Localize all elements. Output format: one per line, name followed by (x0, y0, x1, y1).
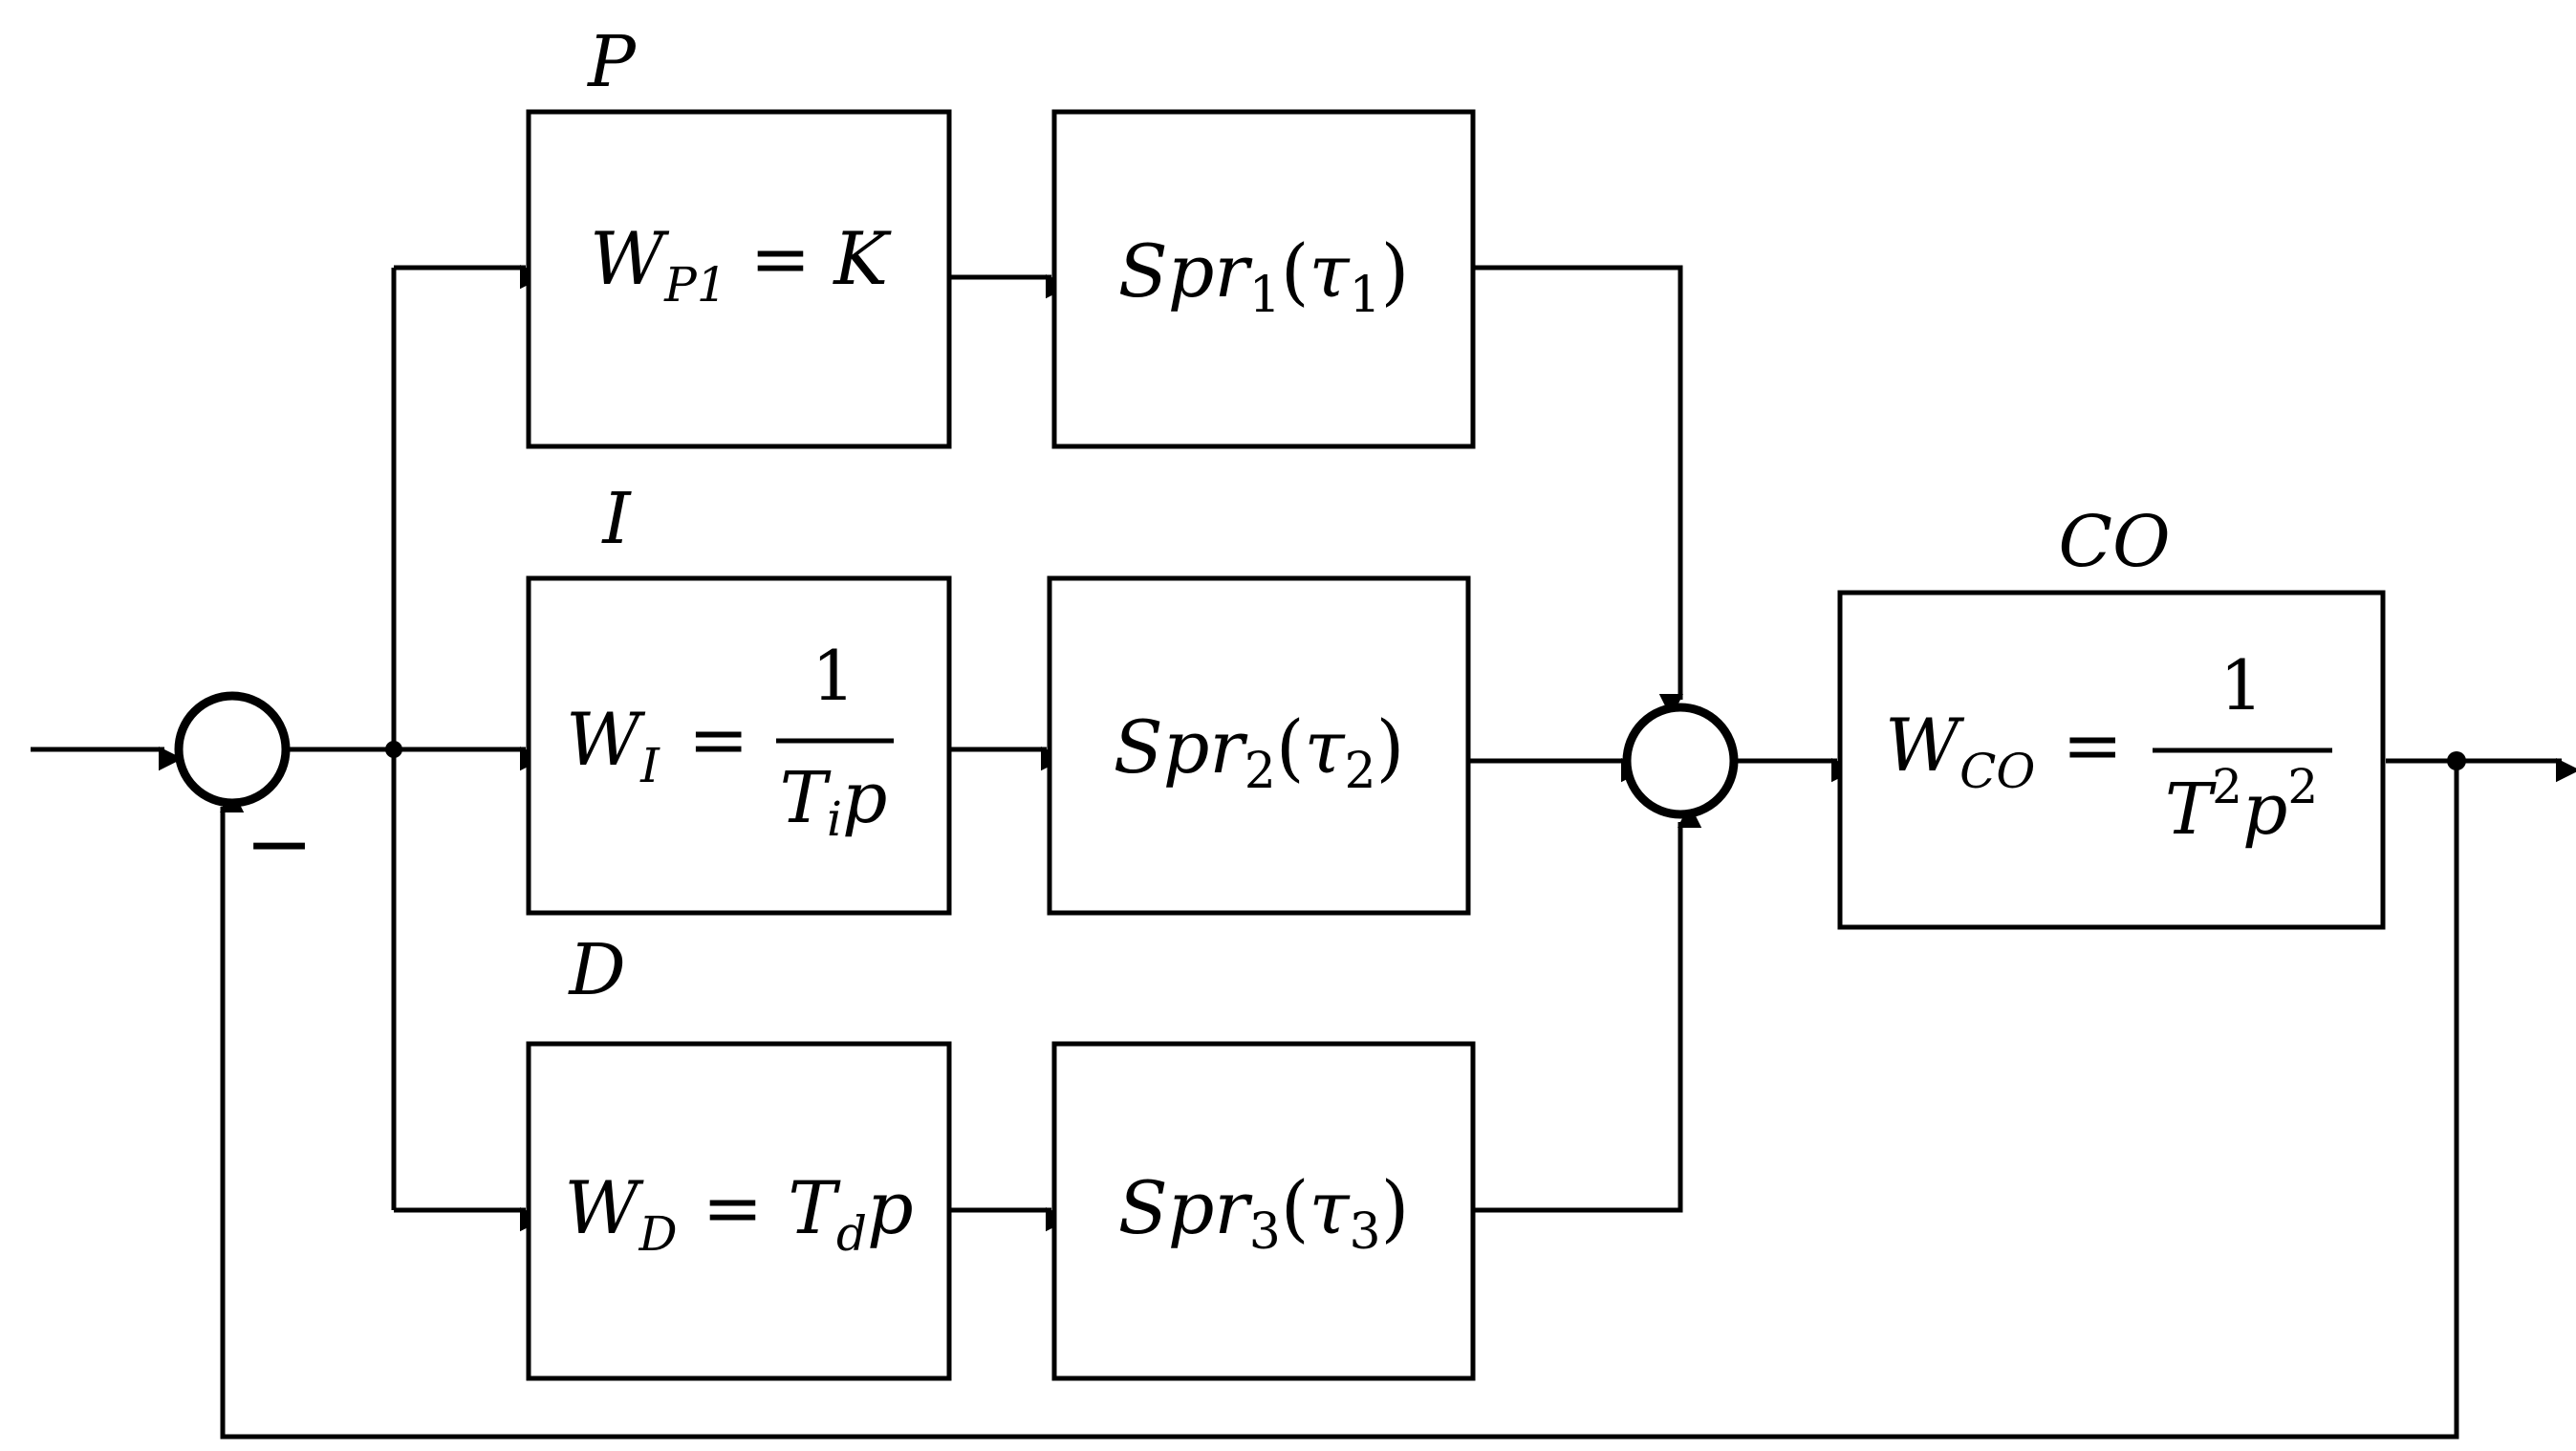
wi-subscript: I (639, 738, 660, 793)
spr1-tau-subscript: 1 (1350, 267, 1381, 324)
wd-rhs-subscript: d (836, 1206, 867, 1262)
wp1-equals: = (750, 216, 812, 301)
spr2-tau-subscript: 2 (1345, 743, 1376, 800)
spr1-formula: Spr1(τ1) (1118, 228, 1410, 324)
spr1-close-paren: ) (1381, 228, 1410, 314)
svg-text:WCO=: WCO = (1885, 703, 2123, 799)
spr1-tau: τ (1310, 228, 1352, 314)
co-plant-block (1837, 590, 2386, 930)
wd-subscript: D (638, 1206, 677, 1262)
co-plant-label: CO (2058, 501, 2170, 583)
spr3-delay-block (1051, 1041, 1476, 1381)
spr3-subscript: 3 (1249, 1203, 1281, 1261)
feedback-loop-arrow (220, 761, 2459, 1440)
svg-text:Spr1(τ1): Spr1(τ1) (1118, 228, 1410, 324)
svg-text:Spr2(τ2): Spr2(τ2) (1114, 704, 1405, 800)
spr1-delay-block (1051, 109, 1476, 449)
svg-text:WI=: WI = (566, 697, 749, 793)
spr2-tau: τ (1305, 704, 1347, 790)
wi-main: W (566, 697, 646, 782)
spr2-delay-block (1047, 575, 1471, 916)
input-summing-junction (174, 691, 291, 808)
spr2-formula: Spr2(τ2) (1114, 704, 1405, 800)
svg-text:WP1=K: WP1 =K (590, 216, 892, 313)
wco-formula: WCO= 1 T2p2 (1885, 645, 2332, 851)
wd-rhs-tail: p (867, 1165, 914, 1250)
spr3-formula: Spr3(τ3) (1118, 1165, 1410, 1261)
feedback-minus-sign: − (245, 796, 314, 892)
wi-numerator: 1 (812, 636, 855, 716)
spr3-to-adder-arrow (1473, 803, 1702, 1213)
wi-den-tail: p (842, 757, 887, 839)
p-branch-label: P (586, 21, 637, 103)
d-branch-label: D (567, 929, 625, 1011)
branch-point-dot (385, 741, 402, 758)
svg-text:Spr3(τ3): Spr3(τ3) (1118, 1165, 1410, 1261)
output-adder-junction (1622, 703, 1739, 819)
wp1-rhs: K (832, 216, 892, 301)
wp1-formula: WP1 =K (590, 216, 892, 313)
spr3-main: Spr (1118, 1165, 1254, 1250)
spr2-main: Spr (1114, 704, 1249, 790)
spr1-subscript: 1 (1249, 267, 1281, 324)
wco-equals: = (2062, 703, 2123, 788)
output-takeoff-dot (2447, 751, 2466, 770)
wd-main: W (564, 1165, 644, 1250)
wi-den-subscript: i (827, 791, 842, 847)
spr2-close-paren: ) (1376, 704, 1405, 790)
spr1-main: Spr (1118, 228, 1254, 314)
spr1-open-paren: ( (1281, 228, 1310, 314)
svg-text:Tip: Tip (780, 757, 888, 847)
svg-text:T2p2: T2p2 (2165, 759, 2318, 851)
spr1-to-adder-arrow (1473, 265, 1683, 719)
wco-den-t-superscript: 2 (2212, 759, 2242, 814)
p-gain-block (526, 109, 952, 449)
spr2-open-paren: ( (1276, 704, 1305, 790)
wco-den-p-superscript: 2 (2287, 759, 2318, 814)
svg-text:WD=Tdp: WD = Tdp (564, 1165, 913, 1262)
wco-den-t: T (2165, 769, 2217, 851)
spr3-tau-subscript: 3 (1350, 1203, 1381, 1261)
spr3-open-paren: ( (1281, 1165, 1310, 1250)
wi-equals: = (688, 697, 749, 782)
spr3-close-paren: ) (1381, 1165, 1410, 1250)
wi-den-main: T (780, 757, 832, 839)
wi-formula: WI = 1 Tip (566, 636, 894, 847)
wp1-subscript: P1 (663, 257, 726, 313)
spr2-subscript: 2 (1245, 743, 1276, 800)
i-integrator-block (526, 575, 952, 916)
wco-subscript: CO (1959, 744, 2035, 799)
wco-main: W (1885, 703, 1965, 788)
d-derivative-block (526, 1041, 952, 1381)
spr3-tau: τ (1310, 1165, 1352, 1250)
wco-numerator: 1 (2219, 645, 2263, 726)
wp1-main: W (590, 216, 670, 301)
i-branch-label: I (600, 478, 632, 560)
wd-equals: = (703, 1165, 764, 1250)
wd-formula: WD = Tdp (564, 1165, 913, 1262)
wd-rhs-main: T (788, 1165, 841, 1250)
wco-den-p: p (2242, 769, 2287, 851)
